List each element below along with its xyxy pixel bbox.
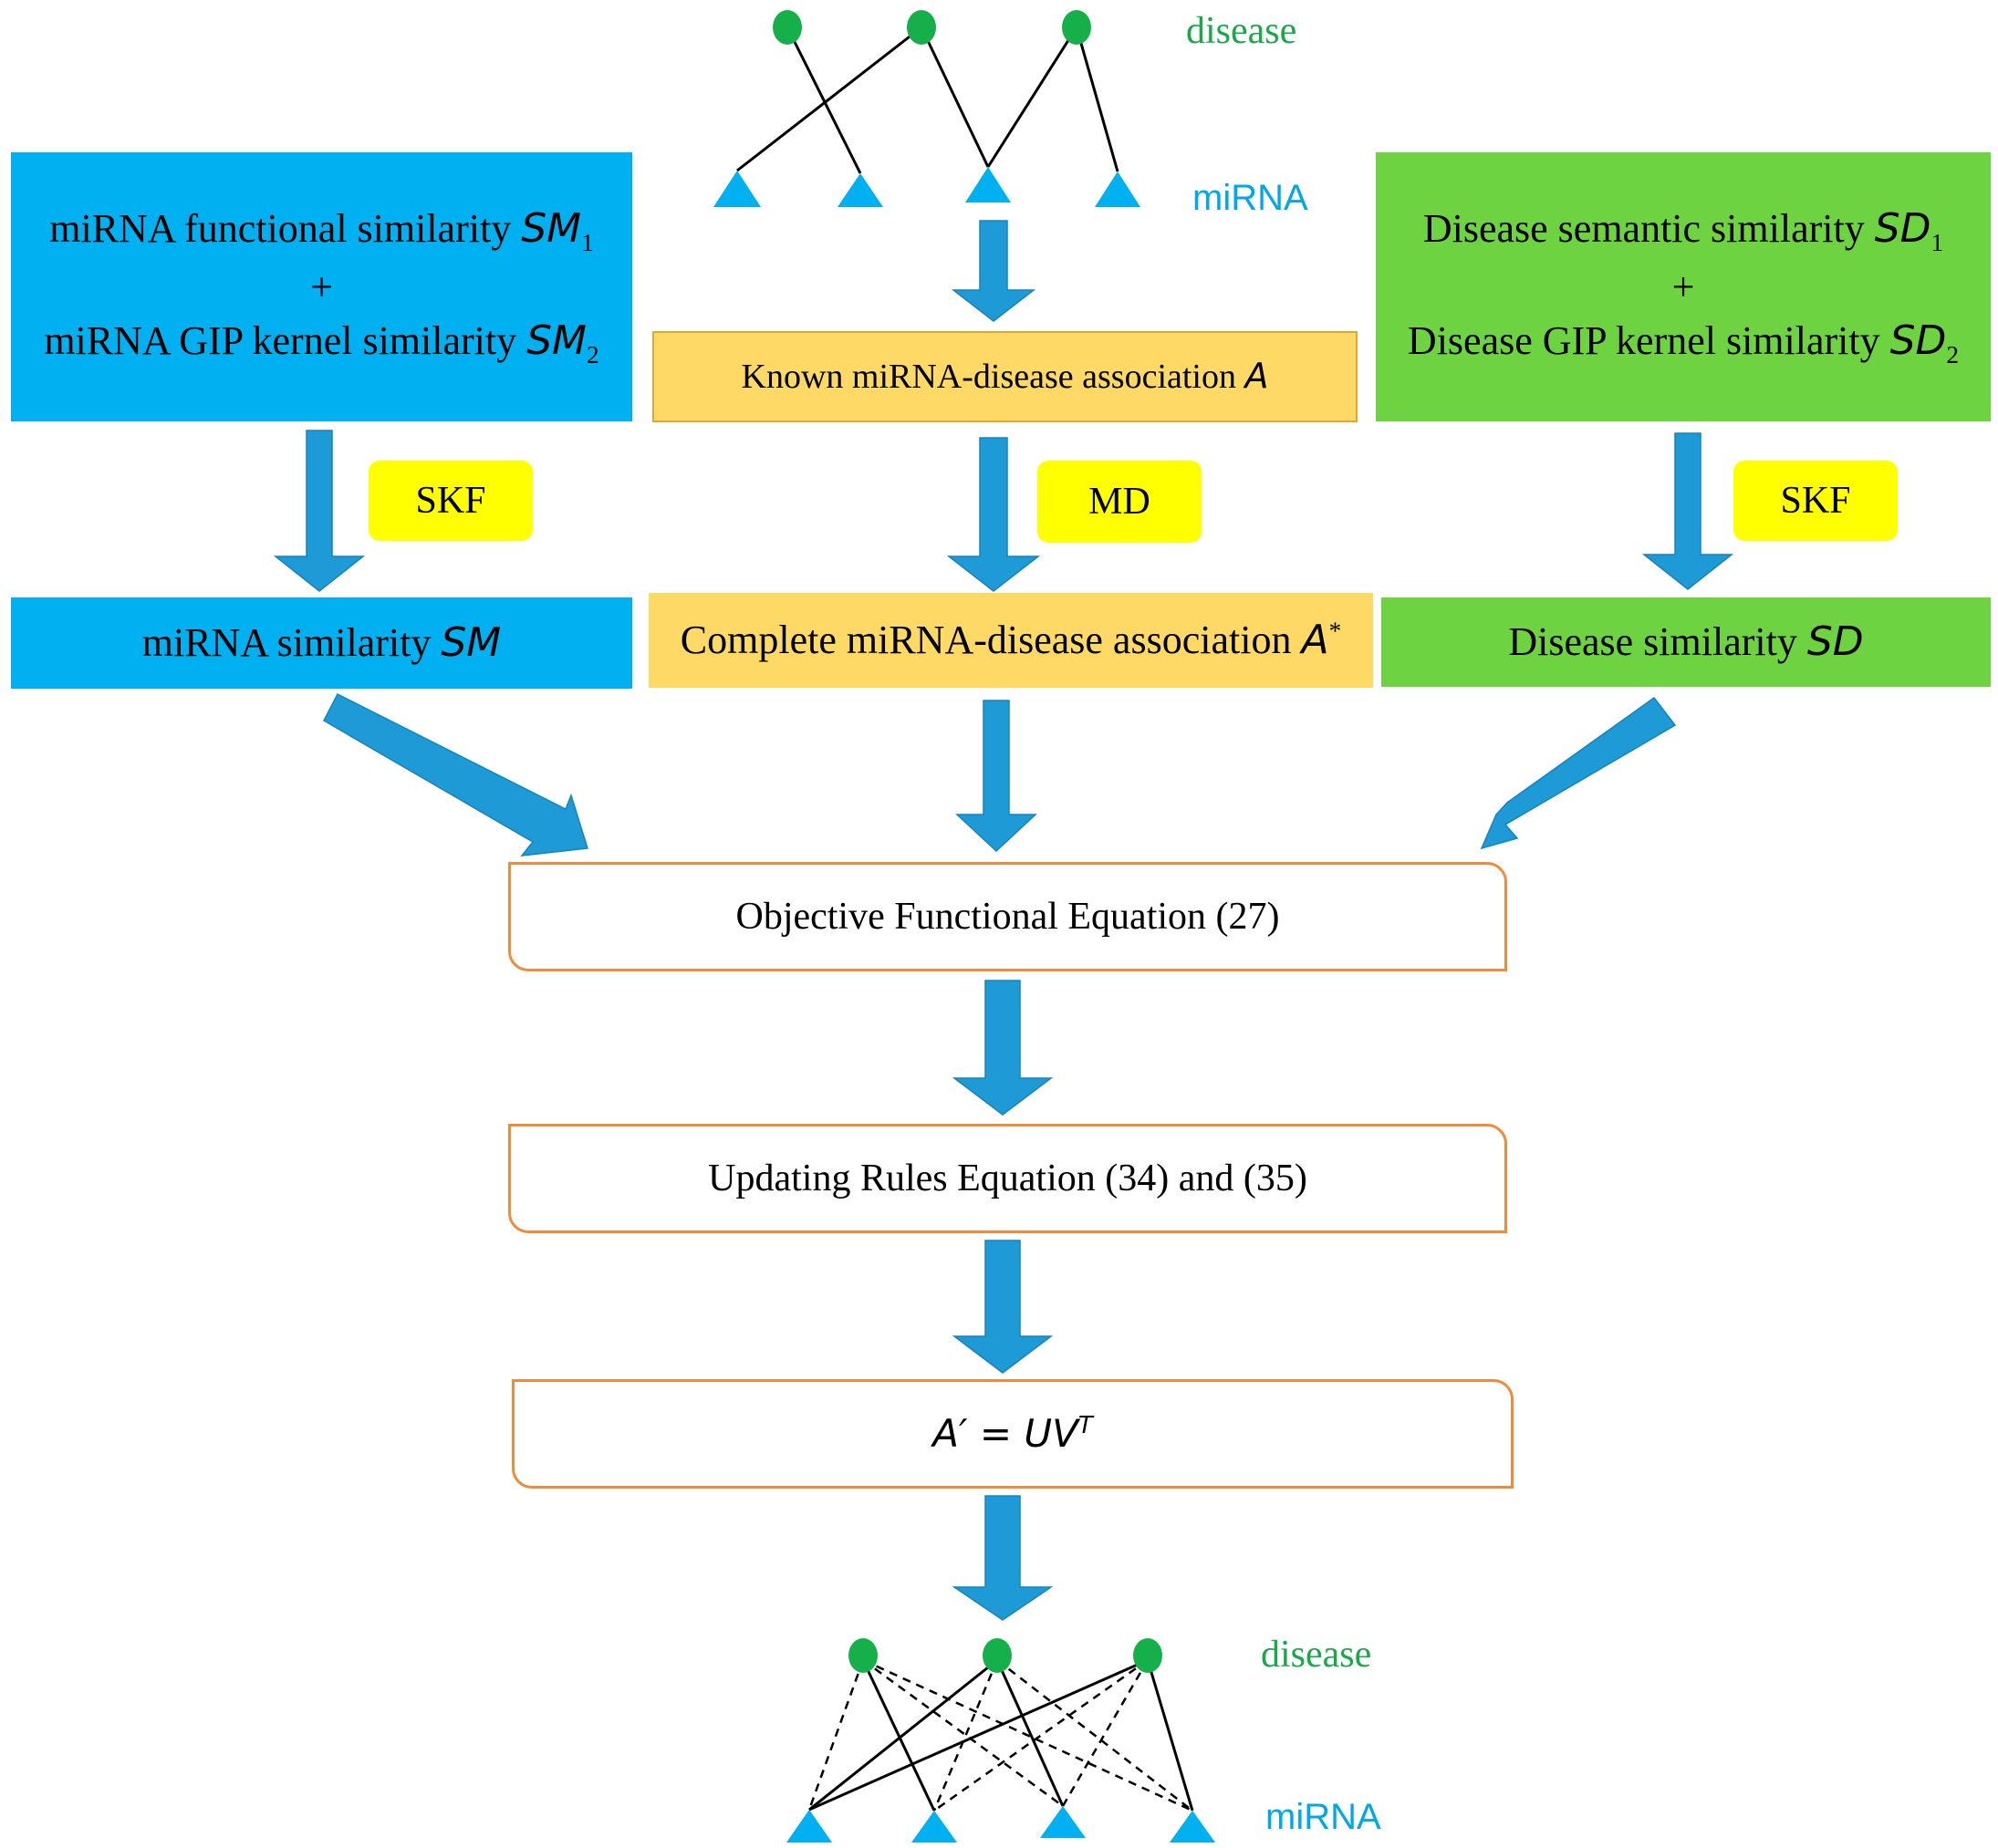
mirna-node xyxy=(786,1810,832,1843)
arrow-left-to-sm xyxy=(273,430,366,592)
disease-gip-similarity-line: Disease GIP kernel similarity SD2 xyxy=(1407,317,1960,369)
arrow-sd-to-objective xyxy=(1480,696,1677,850)
mirna-node xyxy=(1170,1811,1215,1843)
mirna-node xyxy=(911,1811,957,1843)
top-disease-label: disease xyxy=(1186,10,1297,52)
updating-rules-box: Updating Rules Equation (34) and (35) xyxy=(508,1124,1507,1233)
mirna-functional-similarity-line: miRNA functional similarity SM1 xyxy=(49,205,594,256)
mirna-gip-similarity-line: miRNA GIP kernel similarity SM2 xyxy=(44,317,599,369)
skf-tag-right: SKF xyxy=(1733,461,1898,541)
arrow-sm-to-objective xyxy=(323,692,588,857)
bottom-network-solid-edges xyxy=(808,1658,1194,1812)
arrow-right-to-sd xyxy=(1641,432,1734,590)
arrow-known-to-complete xyxy=(946,437,1041,592)
skf-tag-left: SKF xyxy=(369,461,533,541)
flow-arrows xyxy=(273,220,1734,1621)
objective-functional-box: Objective Functional Equation (27) xyxy=(508,862,1507,971)
arrow-complete-to-objective xyxy=(955,700,1037,853)
bottom-mirna-label: miRNA xyxy=(1265,1797,1381,1837)
mirna-node xyxy=(838,173,883,207)
top-network-edges xyxy=(736,26,1119,174)
top-mirna-nodes xyxy=(713,167,1140,207)
mirna-similarity-box: miRNA similarity SM xyxy=(11,597,632,689)
arrow-updating-to-result xyxy=(952,1240,1054,1374)
disease-node xyxy=(1062,10,1091,45)
arrow-objective-to-updating xyxy=(952,980,1054,1116)
bottom-disease-nodes xyxy=(848,1638,1162,1673)
top-mirna-label: miRNA xyxy=(1192,178,1308,218)
mirna-node xyxy=(1040,1806,1086,1838)
disease-node xyxy=(907,10,936,45)
bottom-mirna-nodes xyxy=(786,1806,1215,1843)
disease-node xyxy=(848,1638,878,1673)
disease-similarity-box: Disease similarity SD xyxy=(1381,597,1991,687)
disease-node xyxy=(983,1638,1012,1673)
bottom-network-dashed-edges xyxy=(807,1658,1193,1812)
top-disease-nodes xyxy=(773,10,1091,45)
mirna-node xyxy=(713,171,761,207)
known-association-box: Known miRNA-disease association A xyxy=(652,331,1358,422)
disease-node xyxy=(1133,1638,1162,1673)
mirna-node xyxy=(965,167,1011,202)
arrow-top-network-to-known xyxy=(951,220,1036,322)
disease-node xyxy=(773,10,802,45)
result-formula-box: A′ = UVT xyxy=(512,1379,1514,1489)
complete-association-box: Complete miRNA-disease association A* xyxy=(649,593,1373,688)
bottom-disease-label: disease xyxy=(1261,1634,1372,1676)
md-tag: MD xyxy=(1037,461,1202,543)
plus-sign: + xyxy=(310,264,333,309)
disease-similarity-sources-box: Disease semantic similarity SD1 + Diseas… xyxy=(1376,152,1991,421)
disease-semantic-similarity-line: Disease semantic similarity SD1 xyxy=(1422,205,1944,256)
plus-sign: + xyxy=(1671,264,1695,309)
mirna-node xyxy=(1095,171,1140,207)
arrow-result-to-bottom-network xyxy=(952,1495,1054,1621)
mirna-similarity-sources-box: miRNA functional similarity SM1 + miRNA … xyxy=(11,152,632,421)
